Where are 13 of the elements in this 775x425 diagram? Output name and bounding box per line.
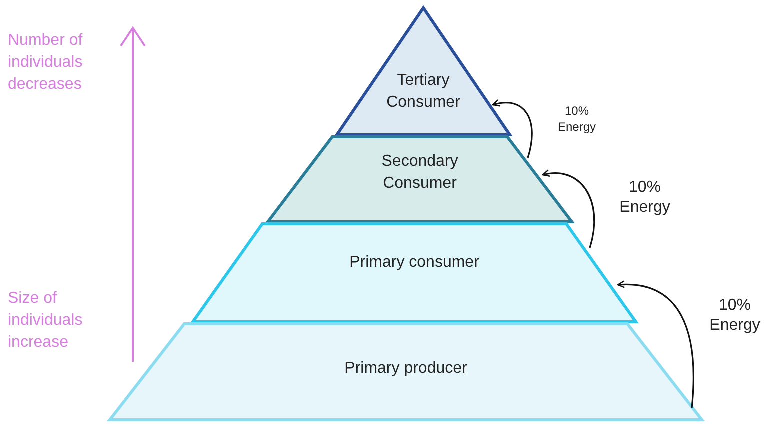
- tier-label: Tertiary Consumer: [386, 71, 462, 113]
- pyramid-tier: [106, 322, 706, 422]
- tier-label: Primary producer: [344, 359, 468, 379]
- side-note: Number of individuals decreases: [8, 31, 84, 95]
- arrow: [492, 100, 533, 158]
- pyramid-tier: [264, 136, 576, 224]
- pyramid-apex: [334, 6, 513, 136]
- tier-label: Secondary Consumer: [380, 152, 460, 194]
- arrow: [617, 281, 694, 408]
- pyramid-tier: [190, 222, 639, 324]
- tier-label: Primary consumer: [350, 253, 480, 273]
- side-note: Size of individuals increase: [8, 289, 84, 353]
- arrow: [542, 170, 596, 248]
